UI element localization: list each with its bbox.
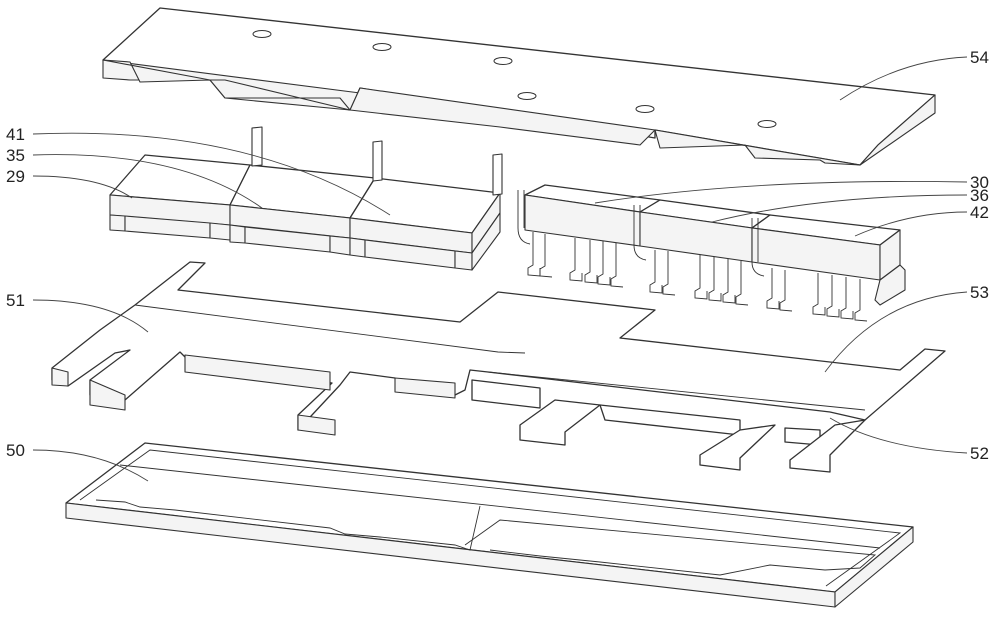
left-module-row: [110, 127, 502, 270]
callout-54: 54: [970, 48, 989, 67]
cover-plate-54: [103, 8, 935, 165]
screw-hole: [758, 121, 776, 128]
screw-hole: [494, 58, 512, 65]
callout-41: 41: [6, 125, 25, 144]
callout-29: 29: [6, 167, 25, 186]
callout-52: 52: [970, 444, 989, 463]
screw-hole: [253, 31, 271, 38]
screw-hole: [518, 93, 536, 100]
callout-35: 35: [6, 146, 25, 165]
callout-50: 50: [6, 441, 25, 460]
base-tray-50: [66, 443, 913, 607]
callout-42: 42: [970, 203, 989, 222]
callout-53: 53: [970, 283, 989, 302]
callout-51: 51: [6, 291, 25, 310]
screw-hole: [636, 106, 654, 113]
screw-hole: [373, 44, 391, 51]
frame-plate: [52, 262, 945, 472]
